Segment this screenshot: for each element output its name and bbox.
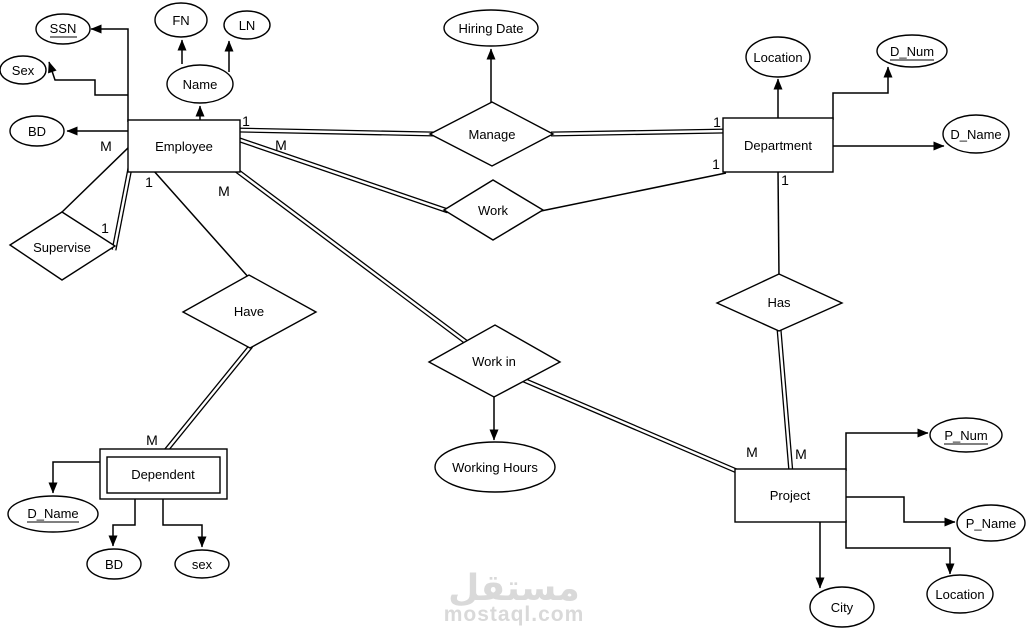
- attribute-fn-label: FN: [172, 13, 189, 28]
- connector-workin-project: [518, 375, 740, 475]
- attribute-proj-location-label: Location: [935, 587, 984, 602]
- relationship-supervise: [8, 211, 117, 281]
- attribute-ln: [223, 10, 271, 40]
- cardinality-work-department: 1: [712, 156, 720, 172]
- watermark: مستقل mostaql.com: [444, 567, 585, 626]
- connector-sex: [48, 61, 128, 96]
- attribute-dept-location-label: Location: [753, 50, 802, 65]
- attribute-d-num-label: D_Num: [890, 44, 934, 59]
- relationship-has-label: Has: [767, 295, 791, 310]
- entity-employee: [127, 119, 241, 173]
- attribute-d-num: [876, 34, 948, 68]
- attribute-dep-sex: [174, 549, 230, 579]
- connector-ssn: [90, 24, 129, 122]
- relationship-supervise-label: Supervise: [33, 240, 91, 255]
- attribute-ln-label: LN: [239, 18, 256, 33]
- relationship-workin-label: Work in: [472, 354, 516, 369]
- relationship-have: [181, 274, 318, 349]
- attribute-dept-d-name-label: D_Name: [950, 127, 1001, 142]
- attribute-name: [166, 64, 234, 104]
- attribute-p-name-label: P_Name: [966, 516, 1017, 531]
- entity-dependent: [99, 448, 228, 500]
- connector-employee-workin: [234, 167, 472, 348]
- connector-department-has: [777, 169, 780, 279]
- connector-employee-have: [152, 169, 251, 280]
- connector-employee-supervise: [59, 145, 131, 215]
- relationship-have-label: Have: [234, 304, 264, 319]
- entity-dependent-label: Dependent: [131, 467, 195, 482]
- connector-supervise-employee: [111, 167, 133, 251]
- attribute-hiring-date: [443, 9, 539, 47]
- connector-p-name: [844, 496, 956, 527]
- attribute-dep-sex-label: sex: [192, 557, 213, 572]
- attribute-fn: [154, 2, 208, 38]
- cardinality-has-project: M: [795, 446, 807, 462]
- attribute-name-label: Name: [183, 77, 218, 92]
- watermark-logo-text: مستقل: [448, 567, 580, 608]
- attribute-ssn-label: SSN: [50, 21, 77, 36]
- connector-p-num: [845, 428, 929, 471]
- entity-project: [734, 468, 847, 523]
- entity-department-label: Department: [744, 138, 812, 153]
- relationship-work: [442, 179, 545, 241]
- relationship-manage: [428, 101, 555, 167]
- connector-employee-manage: [235, 127, 435, 137]
- cardinality-manage-employee: 1: [242, 113, 250, 129]
- connector-have-dependent: [162, 344, 253, 455]
- attribute-city: [809, 586, 875, 628]
- entity-department: [722, 117, 834, 173]
- connector-proj-location: [845, 520, 955, 575]
- connector-work-department: [540, 172, 727, 212]
- attribute-sex: [0, 55, 47, 85]
- attribute-working-hours-label: Working Hours: [452, 460, 538, 475]
- entity-project-label: Project: [770, 488, 811, 503]
- connector-dep-d-name: [48, 461, 101, 494]
- attribute-dep-bd: [86, 548, 142, 580]
- cardinality-workin-project: M: [746, 444, 758, 460]
- relationship-has: [715, 273, 844, 332]
- attribute-dept-location: [745, 36, 811, 78]
- attribute-bd-label: BD: [28, 124, 46, 139]
- cardinality-has-department: 1: [781, 172, 789, 188]
- connector-dep-bd: [108, 497, 136, 547]
- connector-has-project: [776, 328, 794, 474]
- cardinality-have-dependent: M: [146, 432, 158, 448]
- attribute-sex-label: Sex: [12, 63, 35, 78]
- attribute-dept-d-name: [942, 114, 1010, 154]
- connector-employee-work: [236, 136, 449, 214]
- attribute-dep-d-name: [7, 495, 99, 533]
- attribute-bd: [9, 115, 65, 147]
- connector-d-num: [832, 66, 893, 120]
- connector-manage-department: [550, 128, 728, 137]
- relationship-workin: [427, 324, 562, 398]
- cardinality-supervise-employee: M: [100, 138, 112, 154]
- relationship-work-label: Work: [478, 203, 509, 218]
- attribute-proj-location: [926, 574, 994, 614]
- attribute-dep-bd-label: BD: [105, 557, 123, 572]
- entity-employee-label: Employee: [155, 139, 213, 154]
- cardinality-work-employee: M: [275, 137, 287, 153]
- cardinality-manage-department: 1: [713, 114, 721, 130]
- attribute-dep-d-name-label: D_Name: [27, 506, 78, 521]
- cardinality-have-employee: 1: [145, 174, 153, 190]
- relationship-manage-label: Manage: [469, 127, 516, 142]
- connector-dep-sex: [162, 497, 207, 548]
- watermark-site-text: mostaql.com: [444, 603, 585, 626]
- cardinality-supervise-diamond: 1: [101, 220, 109, 236]
- attribute-city-label: City: [831, 600, 854, 615]
- attribute-working-hours: [434, 441, 556, 493]
- attribute-p-num-label: P_Num: [944, 428, 987, 443]
- attribute-p-name: [956, 504, 1026, 542]
- cardinality-workin-employee: M: [218, 183, 230, 199]
- attribute-hiring-date-label: Hiring Date: [458, 21, 523, 36]
